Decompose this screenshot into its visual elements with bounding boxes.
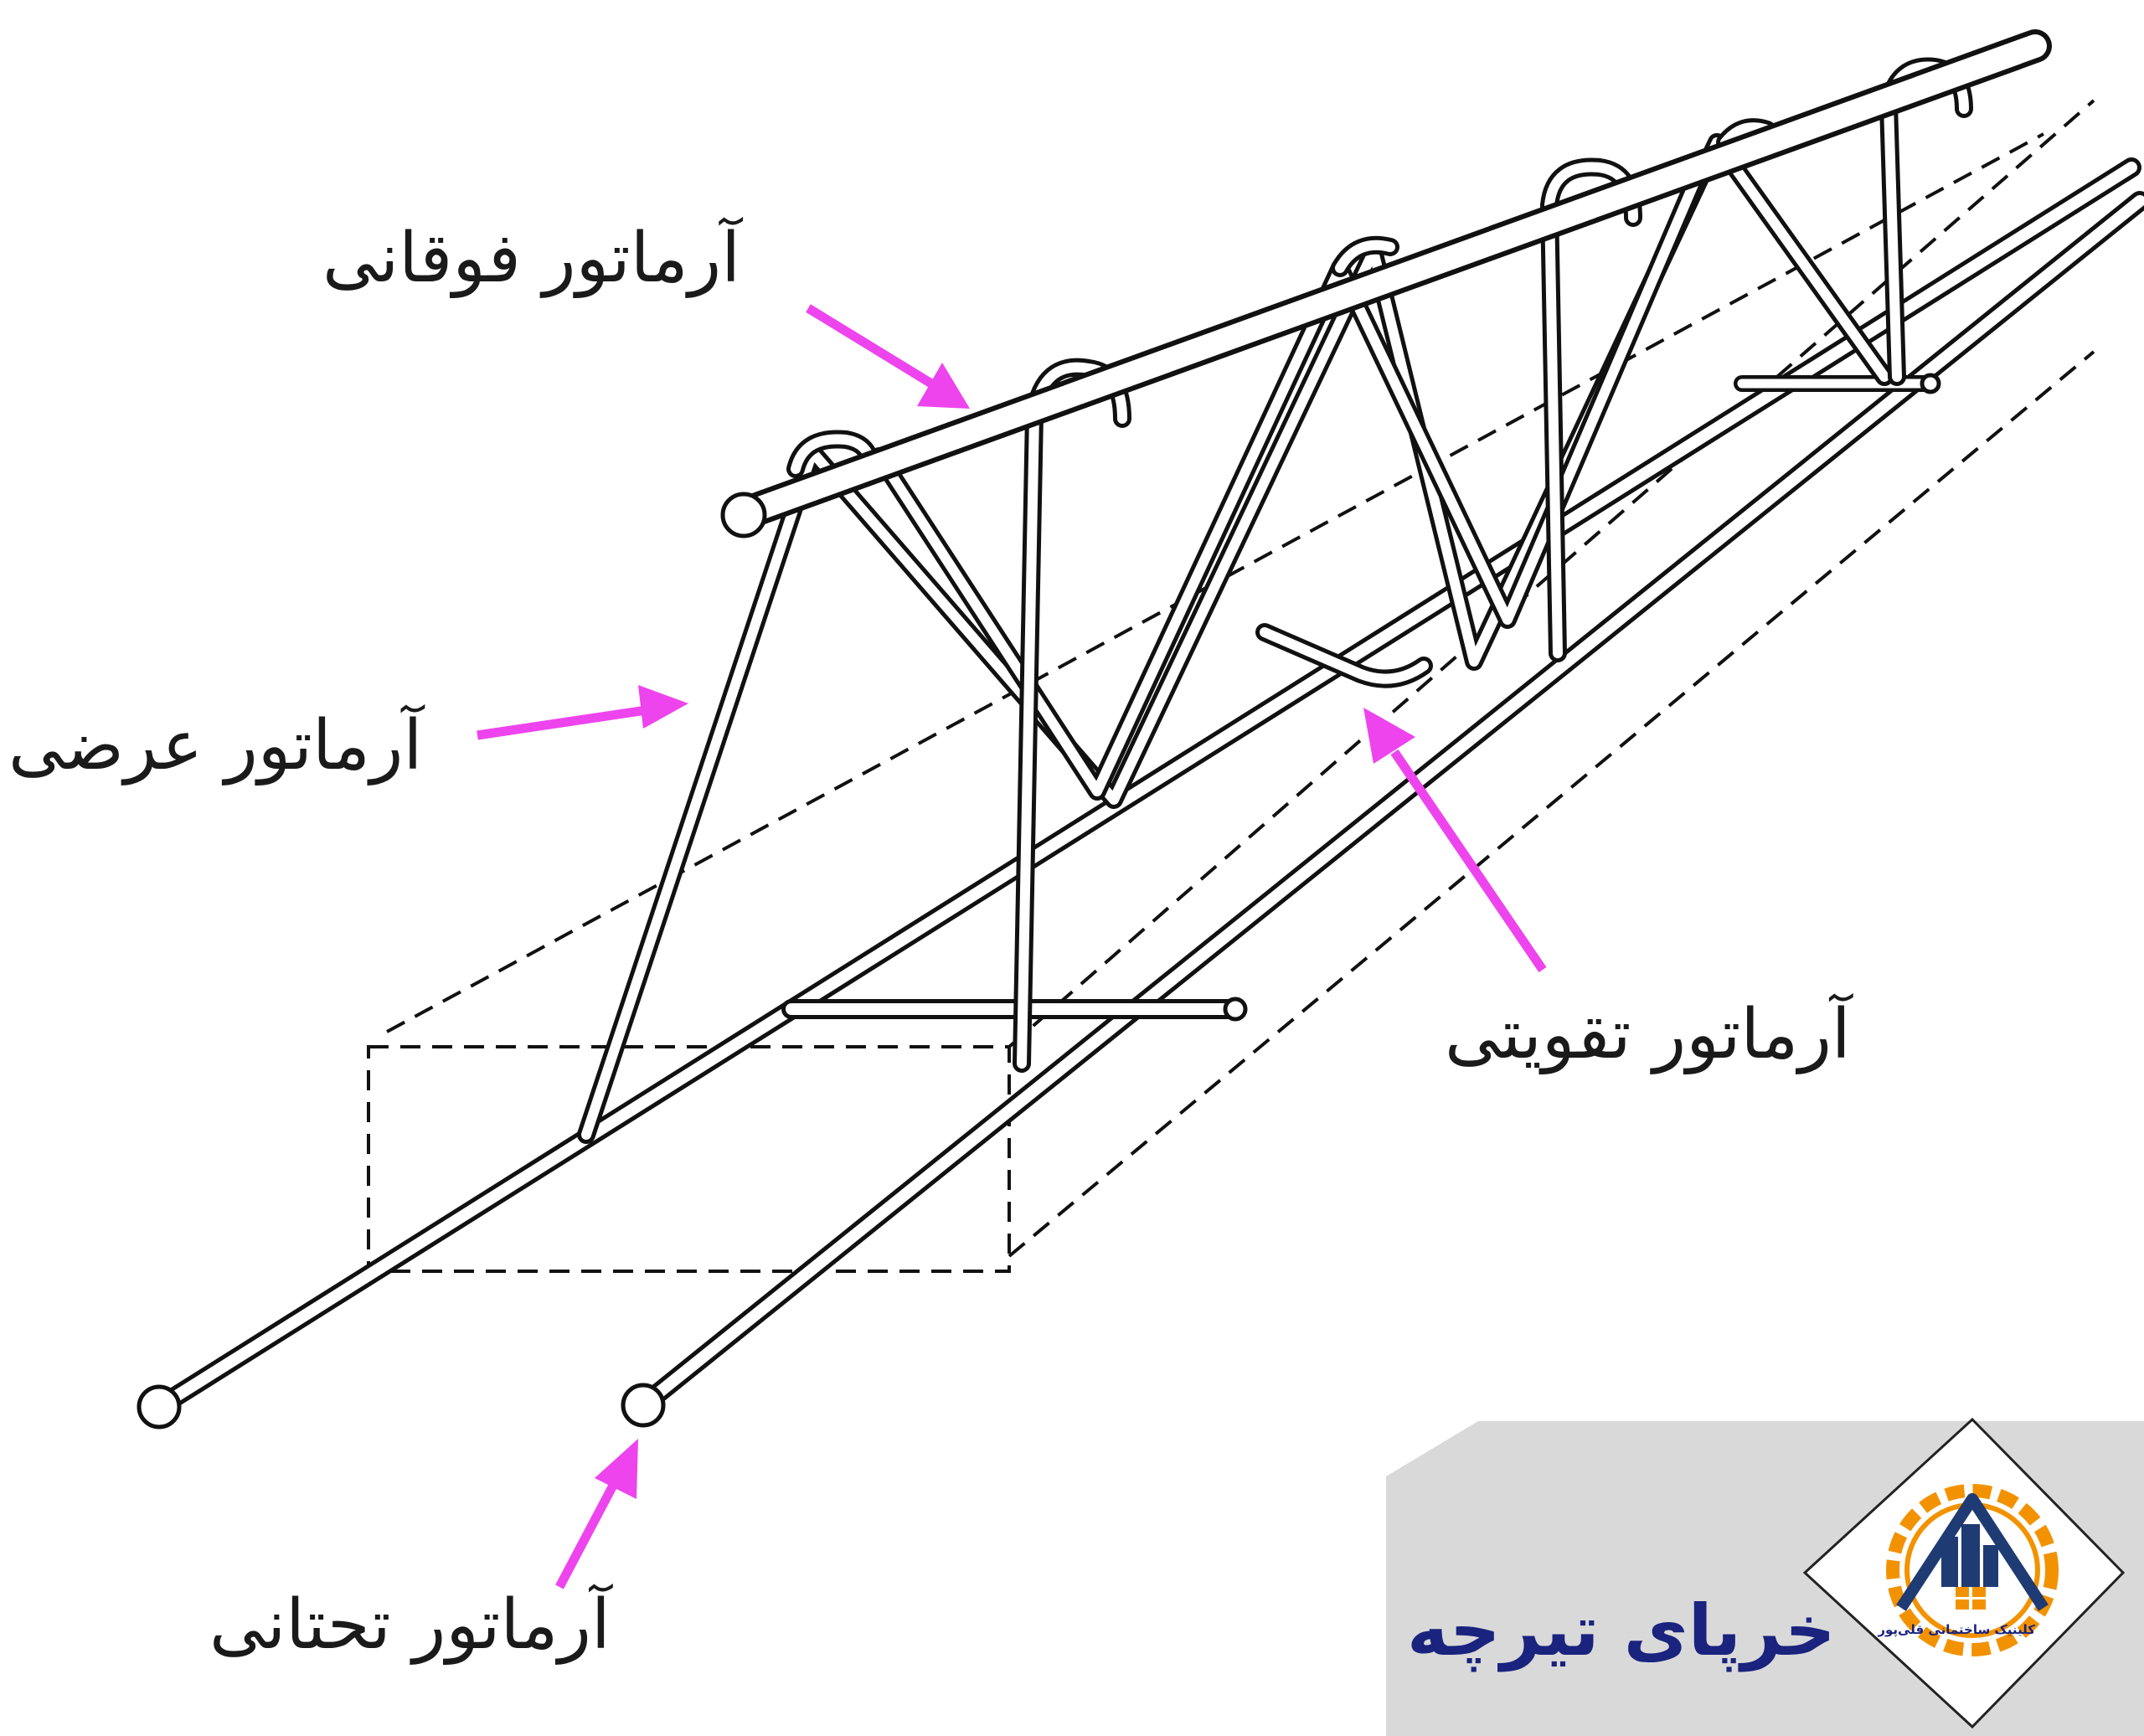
label-reinforcement-rebar: آرماتور تقویتی (1445, 995, 1851, 1074)
arrow-top (806, 304, 970, 409)
arrow-bottom (555, 1439, 638, 1589)
arrow-reinforcement (1363, 708, 1547, 973)
label-top-rebar: آرماتور فوقانی (322, 219, 741, 298)
label-transverse-rebar: آرماتور عرضی (8, 706, 423, 786)
label-bottom-rebar: آرماتور تحتانی (209, 1585, 611, 1665)
brand-title: خرپای تیرچه (1407, 1589, 1836, 1672)
logo-caption: کلینیک ساختمانی قلی‌پور (1878, 1622, 2035, 1637)
top-bar (724, 29, 2052, 532)
company-logo (1802, 1417, 2126, 1729)
bottom-bar-right (633, 191, 2144, 1415)
reinforcement-bar (1255, 623, 1433, 688)
arrow-transverse (477, 685, 688, 740)
bottom-bar-left (149, 157, 2141, 1417)
truss-bars (149, 29, 2144, 1417)
bar-end-caps (137, 373, 1941, 1429)
arrows (477, 304, 1547, 1589)
vertical-hoops (786, 57, 1973, 1073)
web-diagonals (577, 133, 1894, 1144)
